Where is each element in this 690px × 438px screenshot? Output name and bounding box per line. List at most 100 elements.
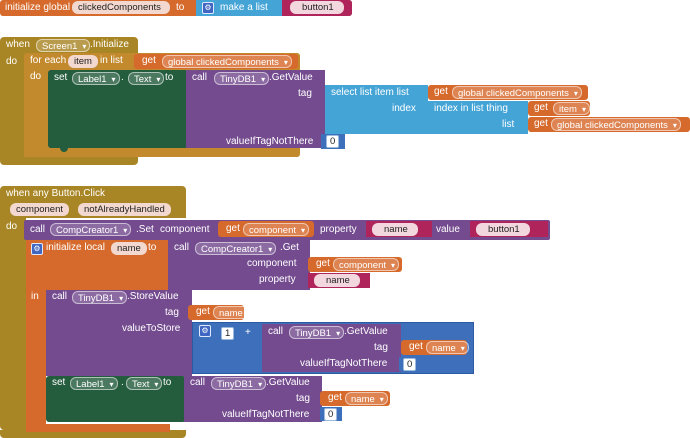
- get-name-dropdown-3[interactable]: name: [345, 392, 388, 406]
- for-each-bottom: [24, 150, 138, 157]
- get-component-block-2[interactable]: get component: [308, 257, 402, 272]
- event-block-bottom: [0, 430, 186, 438]
- plus-label: +: [245, 327, 251, 338]
- number-zero-field-2[interactable]: 0: [403, 358, 417, 371]
- compcreator-dropdown-2[interactable]: CompCreator1: [195, 242, 277, 256]
- get-item-block[interactable]: get item: [528, 101, 590, 116]
- value-if-label-2: valueIfTagNotThere: [300, 358, 388, 369]
- number-block[interactable]: 0: [321, 134, 345, 149]
- screen-dropdown[interactable]: Screen1: [36, 39, 91, 53]
- make-list-block[interactable]: ⚙ make a list: [196, 0, 282, 16]
- number-one-field[interactable]: 1: [221, 327, 235, 340]
- text-name-field[interactable]: name: [372, 223, 418, 236]
- get-label: get: [142, 55, 156, 66]
- tinydb-getvalue-block-3[interactable]: call TinyDB1 .GetValue tag valueIfTagNot…: [184, 376, 322, 422]
- compcreator-dropdown[interactable]: CompCreator1: [50, 223, 132, 237]
- get-component-dropdown[interactable]: component: [243, 223, 310, 237]
- call-label-5: call: [268, 326, 284, 337]
- global-name-field[interactable]: clickedComponents: [72, 1, 170, 14]
- loop-var-field[interactable]: item: [68, 55, 98, 68]
- dot-label-2: .: [121, 377, 124, 388]
- tinydb-dropdown[interactable]: TinyDB1: [214, 72, 270, 86]
- getvalue-method-label-3: .GetValue: [266, 377, 310, 388]
- set-label-block[interactable]: set Label1 . Text to: [48, 70, 188, 148]
- initialize-local-body: in: [26, 290, 46, 424]
- set-label-block-2[interactable]: set Label1 . Text to: [46, 376, 186, 422]
- get-name-block-2[interactable]: get name: [401, 340, 469, 355]
- tinydb-getvalue-block[interactable]: call TinyDB1 .GetValue tag valueIfTagNot…: [186, 70, 325, 148]
- text-block-button1-2[interactable]: button1: [470, 221, 548, 237]
- param-component[interactable]: component: [10, 203, 70, 216]
- get-label-6: get: [316, 258, 330, 269]
- get-var-dropdown-2[interactable]: global clickedComponents: [452, 86, 582, 100]
- set-method-label: .Set: [136, 224, 154, 235]
- label-dropdown[interactable]: Label1: [70, 377, 118, 391]
- tag-label-2: tag: [165, 307, 179, 318]
- number-block-3[interactable]: 0: [320, 407, 342, 421]
- when-label: when: [6, 39, 30, 50]
- tinydb-dropdown-4[interactable]: TinyDB1: [211, 377, 267, 391]
- get-component-block[interactable]: get component: [218, 221, 314, 237]
- do-label-3: do: [6, 221, 18, 232]
- component-label-2: component: [247, 258, 297, 269]
- component-dropdown[interactable]: Label1: [72, 72, 120, 86]
- get-name-dropdown-2[interactable]: name: [426, 341, 469, 355]
- get-var-dropdown-3[interactable]: global clickedComponents: [551, 118, 681, 132]
- text-button1-field[interactable]: button1: [476, 223, 530, 236]
- set-label-2: set: [52, 377, 66, 388]
- get-label-3: get: [534, 102, 548, 113]
- getvalue-method-label-2: .GetValue: [344, 326, 388, 337]
- tag-label-4: tag: [296, 393, 310, 404]
- init-global-label: initialize global: [5, 2, 71, 13]
- get-global-list-block-2[interactable]: get global clickedComponents: [528, 117, 690, 132]
- any-button-click-event-block[interactable]: when any Button.Click component notAlrea…: [0, 186, 186, 218]
- number-zero-field[interactable]: 0: [326, 135, 340, 148]
- property-dropdown[interactable]: Text: [128, 72, 165, 86]
- get-name-block[interactable]: get name: [188, 305, 256, 320]
- get-label-5: get: [226, 223, 240, 234]
- tinydb-getvalue-block-2[interactable]: call TinyDB1 .GetValue tag valueIfTagNot…: [262, 324, 401, 372]
- in-label: in: [31, 291, 39, 302]
- get-component-dropdown-2[interactable]: component: [333, 258, 400, 272]
- event-block-body: do: [0, 218, 26, 430]
- addition-mutator-gear-icon[interactable]: ⚙: [199, 325, 211, 337]
- local-mutator-gear-icon[interactable]: ⚙: [31, 243, 43, 255]
- tinydb-dropdown-2[interactable]: TinyDB1: [72, 291, 128, 305]
- to-label-3: to: [148, 242, 157, 253]
- init-local-label: initialize local: [46, 242, 105, 253]
- get-list-block[interactable]: get global clickedComponents: [134, 54, 298, 69]
- value-to-store-label: valueToStore: [122, 323, 181, 334]
- get-var-dropdown[interactable]: global clickedComponents: [162, 55, 292, 69]
- select-list-item-block[interactable]: select list item list index: [325, 85, 428, 134]
- get-name-dropdown[interactable]: name: [213, 306, 256, 320]
- tinydb-storevalue-block[interactable]: call TinyDB1 .StoreValue tag valueToStor…: [46, 290, 192, 376]
- text-block-button1[interactable]: button1: [282, 0, 352, 16]
- for-each-label: for each: [30, 55, 67, 66]
- get-item-dropdown[interactable]: item: [553, 102, 590, 116]
- text-block-name-2[interactable]: name: [308, 273, 370, 288]
- number-zero-field-3[interactable]: 0: [324, 408, 338, 421]
- do-label-2: do: [30, 71, 42, 82]
- get-global-list-block[interactable]: get global clickedComponents: [428, 85, 588, 100]
- index-in-list-block[interactable]: index in list thing list: [428, 101, 528, 134]
- text-name-field-2[interactable]: name: [314, 274, 360, 287]
- call-label-6: call: [190, 377, 206, 388]
- tag-label-3: tag: [374, 342, 388, 353]
- text-property-dropdown[interactable]: Text: [126, 377, 163, 391]
- tag-label: tag: [298, 88, 312, 99]
- mutator-gear-icon[interactable]: ⚙: [202, 2, 214, 14]
- text-value-field[interactable]: button1: [290, 1, 344, 14]
- local-name-field[interactable]: name: [111, 242, 147, 255]
- tinydb-dropdown-3[interactable]: TinyDB1: [289, 326, 345, 340]
- number-block-2[interactable]: 0: [399, 357, 419, 371]
- text-block-name[interactable]: name: [366, 221, 432, 237]
- value-if-label: valueIfTagNotThere: [226, 136, 314, 147]
- param-not-already-handled[interactable]: notAlreadyHandled: [78, 203, 171, 216]
- get-label-8: get: [409, 341, 423, 352]
- value-if-label-3: valueIfTagNotThere: [222, 409, 310, 420]
- select-list-label: select list item list: [331, 87, 409, 98]
- initialize-local-block[interactable]: ⚙ initialize local name to: [26, 240, 170, 290]
- get-name-block-3[interactable]: get name: [320, 391, 390, 406]
- compcreator-get-block[interactable]: call CompCreator1 .Get component propert…: [168, 240, 310, 290]
- get-label-9: get: [328, 392, 342, 403]
